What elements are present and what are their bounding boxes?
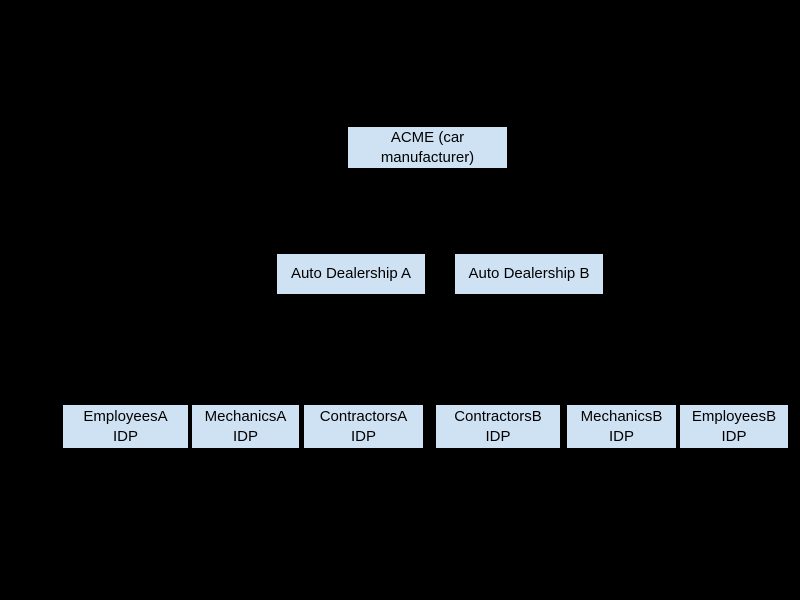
node-mechanics-b-idp-label-line2: IDP bbox=[608, 427, 634, 445]
node-contractors-a-idp: ContractorsA IDP bbox=[304, 405, 423, 448]
node-contractors-a-idp-label-line2: IDP bbox=[350, 427, 376, 445]
node-auto-dealership-b: Auto Dealership B bbox=[455, 254, 603, 294]
node-mechanics-a-idp-label-line1: MechanicsA bbox=[204, 407, 287, 425]
node-employees-a-idp: EmployeesA IDP bbox=[63, 405, 188, 448]
node-auto-dealership-b-label: Auto Dealership B bbox=[468, 265, 590, 282]
node-employees-a-idp-label-line2: IDP bbox=[112, 427, 138, 445]
node-auto-dealership-a: Auto Dealership A bbox=[277, 254, 425, 294]
node-mechanics-b-idp-label-line1: MechanicsB bbox=[580, 407, 663, 425]
node-contractors-a-idp-label-line1: ContractorsA bbox=[319, 407, 408, 425]
node-employees-a-idp-label-line1: EmployeesA bbox=[83, 407, 168, 425]
node-employees-b-idp-label-line1: EmployeesB bbox=[691, 407, 777, 425]
node-acme-label-line2: manufacturer) bbox=[380, 148, 475, 166]
node-acme: ACME (car manufacturer) bbox=[348, 127, 507, 168]
node-employees-b-idp-label-line2: IDP bbox=[721, 427, 747, 445]
node-contractors-b-idp: ContractorsB IDP bbox=[436, 405, 560, 448]
node-acme-label-line1: ACME (car bbox=[390, 128, 465, 146]
node-mechanics-a-idp: MechanicsA IDP bbox=[192, 405, 299, 448]
node-auto-dealership-a-label: Auto Dealership A bbox=[290, 265, 412, 282]
node-mechanics-a-idp-label-line2: IDP bbox=[232, 427, 258, 445]
node-contractors-b-idp-label-line1: ContractorsB bbox=[454, 407, 542, 425]
node-contractors-b-idp-label-line2: IDP bbox=[485, 427, 511, 445]
node-employees-b-idp: EmployeesB IDP bbox=[680, 405, 788, 448]
node-mechanics-b-idp: MechanicsB IDP bbox=[567, 405, 676, 448]
